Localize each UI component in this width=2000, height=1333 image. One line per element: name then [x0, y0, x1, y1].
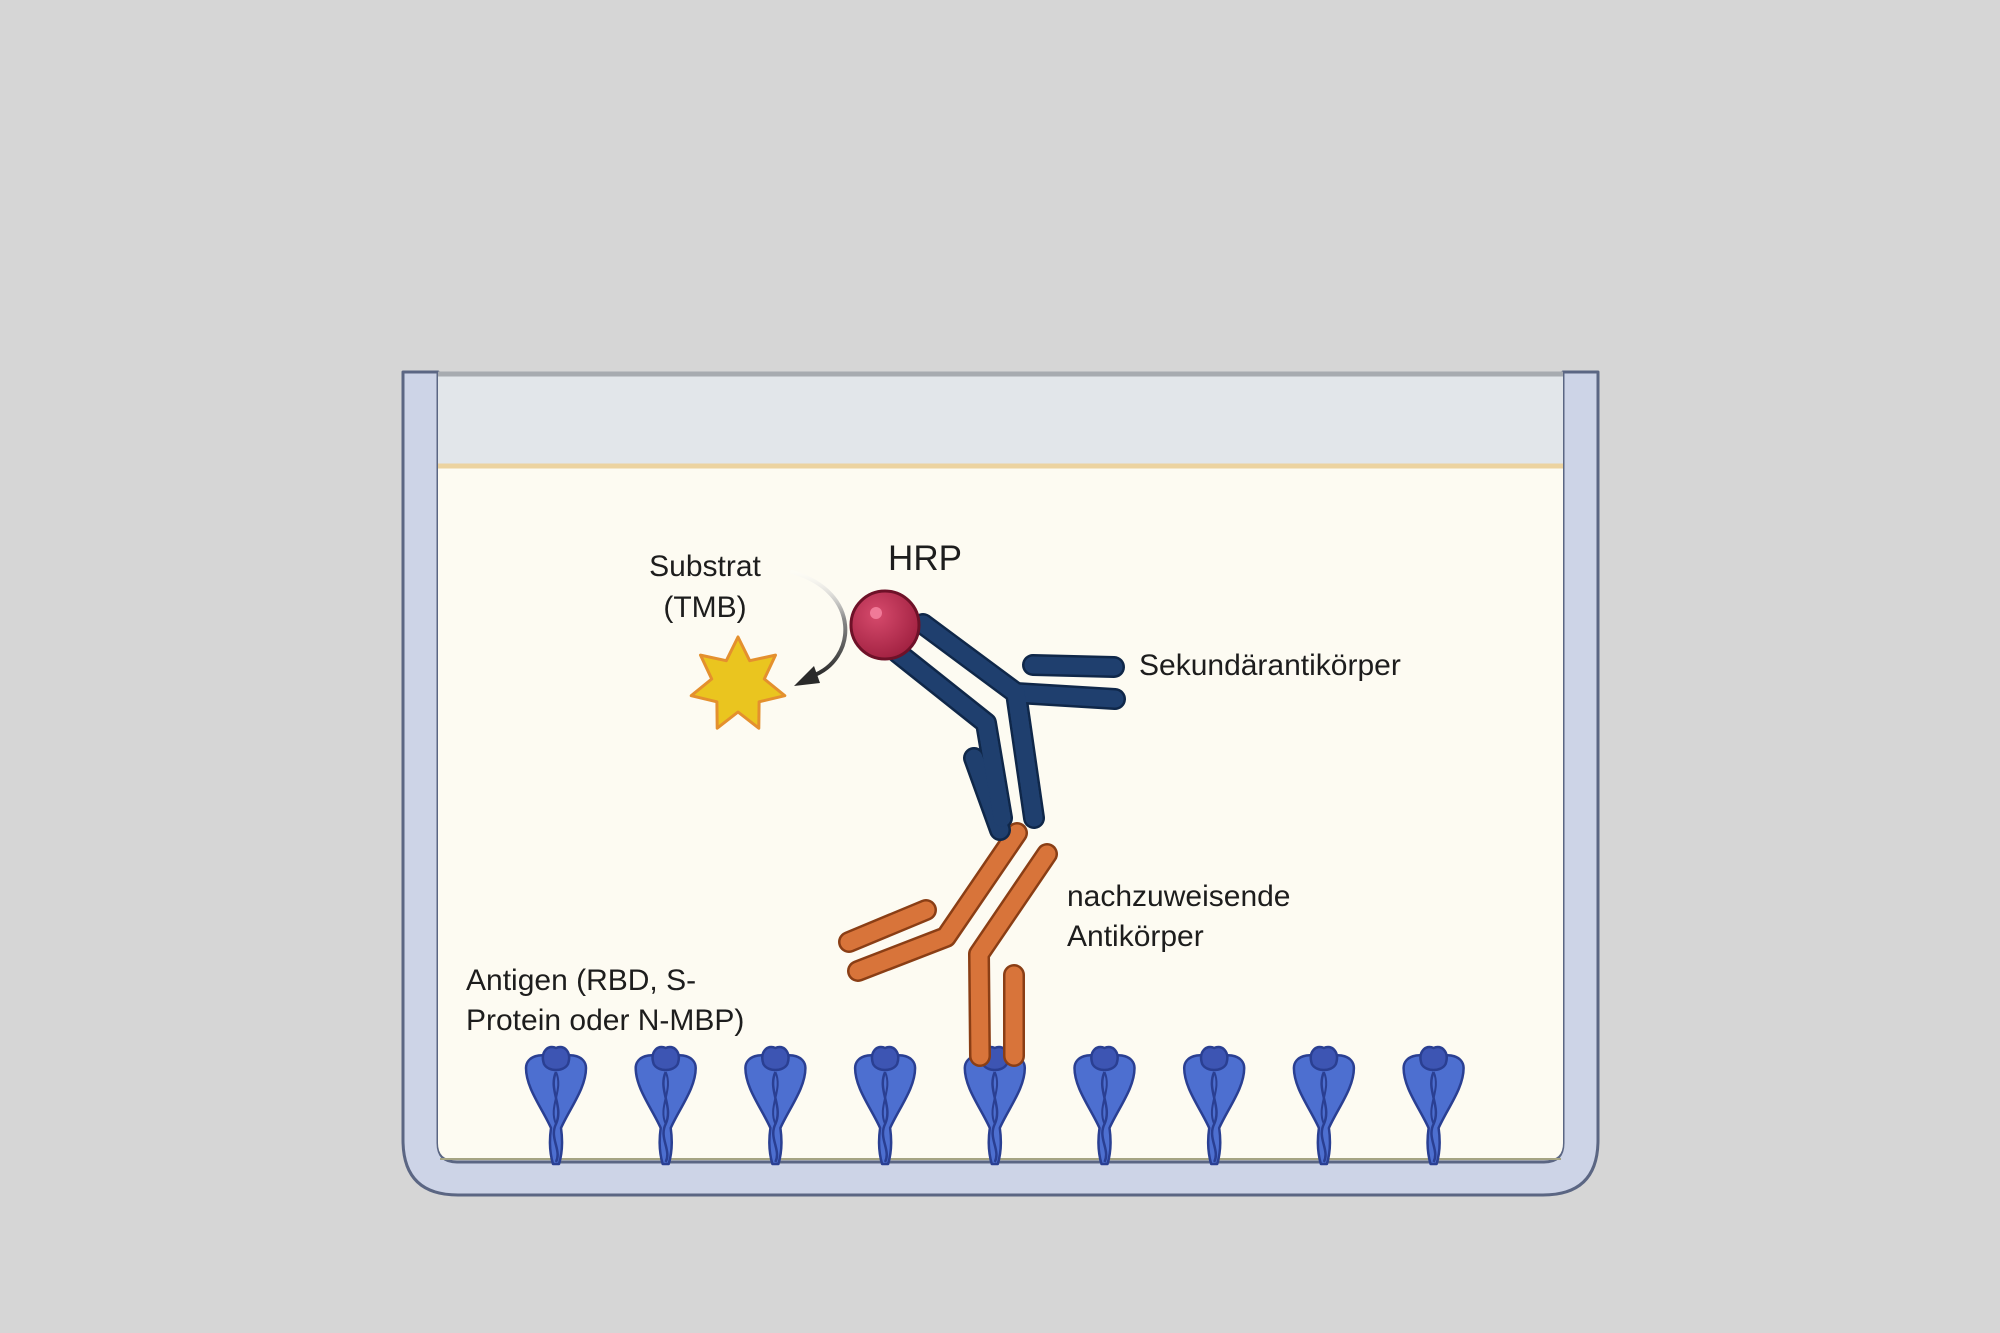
- arrow-head: [794, 666, 820, 686]
- hrp-enzyme: [849, 589, 921, 661]
- antigen-icon: [1292, 1045, 1356, 1166]
- well-wall: [401, 370, 1600, 1197]
- labels: Substrat (TMB) HRP Sekundärantikörper na…: [466, 539, 1401, 1037]
- antigen-label-line2: Protein oder N-MBP): [466, 1004, 744, 1037]
- antigen-icon: [634, 1045, 697, 1166]
- hrp-label: HRP: [888, 539, 962, 578]
- conversion-arrow: [790, 570, 848, 686]
- antigen-row: [524, 1045, 1465, 1166]
- antigen-icon: [524, 1045, 588, 1166]
- detected-antibody: [838, 822, 1058, 1067]
- secondary-antibody: [887, 613, 1126, 841]
- antigen-icon: [1073, 1045, 1136, 1166]
- antigen-icon: [853, 1045, 917, 1166]
- antigen-icon: [744, 1045, 807, 1166]
- antigen-label-line1: Antigen (RBD, S-: [466, 964, 696, 997]
- secondary-antibody-label: Sekundärantikörper: [1139, 649, 1401, 682]
- antigen-icon: [1182, 1045, 1246, 1166]
- air-gap: [438, 374, 1563, 465]
- substrate-label-line1: Substrat: [649, 550, 761, 583]
- detected-antibody-label-line1: nachzuweisende: [1067, 880, 1291, 913]
- substrate-label-line2: (TMB): [663, 591, 746, 624]
- antigen-icon: [1402, 1045, 1465, 1166]
- substrate-star-icon: [689, 635, 787, 730]
- detected-antibody-label-line2: Antikörper: [1067, 920, 1204, 953]
